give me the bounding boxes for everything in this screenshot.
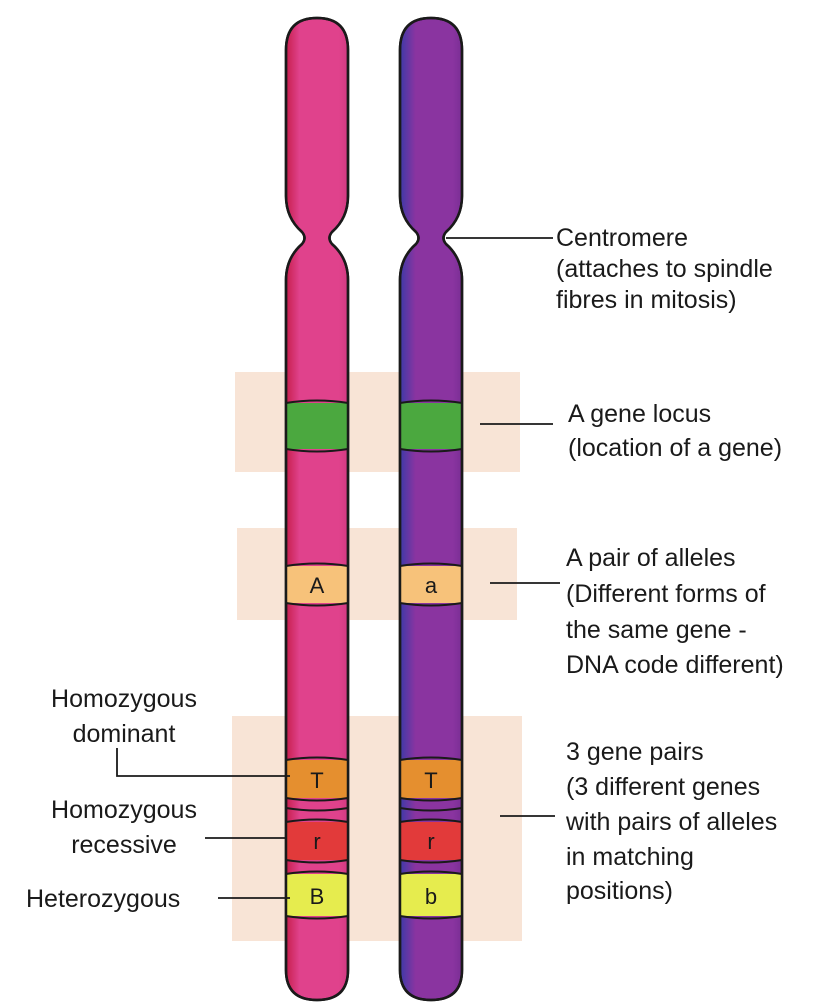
svg-text:3 gene pairs: 3 gene pairs	[566, 738, 704, 766]
svg-text:recessive: recessive	[71, 831, 177, 859]
svg-text:Heterozygous: Heterozygous	[26, 885, 180, 913]
allele-label-r-right: r	[427, 829, 434, 854]
locus-band-left	[280, 403, 355, 449]
gene-locus-label: A gene locus (location of a gene)	[568, 400, 782, 462]
svg-text:fibres in mitosis): fibres in mitosis)	[556, 286, 737, 314]
svg-text:in matching: in matching	[566, 843, 694, 871]
svg-text:Homozygous: Homozygous	[51, 796, 197, 824]
locus-background-box	[235, 372, 520, 472]
allele-label-T-left: T	[310, 768, 323, 793]
centromere-label: Centromere (attaches to spindle fibres i…	[556, 224, 773, 314]
svg-text:(3 different genes: (3 different genes	[566, 773, 760, 801]
svg-text:dominant: dominant	[73, 720, 176, 748]
svg-text:DNA code different): DNA code different)	[566, 651, 784, 679]
allele-label-r-left: r	[313, 829, 320, 854]
svg-text:(Different forms of: (Different forms of	[566, 580, 766, 608]
svg-text:the same gene -: the same gene -	[566, 616, 747, 644]
gene-pairs-label: 3 gene pairs (3 different genes with pai…	[565, 738, 777, 905]
gene-pairs-background-box	[232, 716, 522, 941]
svg-text:(attaches to spindle: (attaches to spindle	[556, 255, 773, 283]
svg-text:(location of a gene): (location of a gene)	[568, 434, 782, 462]
allele-label-T-right: T	[424, 768, 437, 793]
allele-label-B: B	[310, 884, 325, 909]
svg-text:Centromere: Centromere	[556, 224, 688, 252]
allele-label-A: A	[310, 573, 325, 598]
svg-text:positions): positions)	[566, 877, 673, 905]
heterozygous-label: Heterozygous	[26, 885, 180, 913]
svg-text:with pairs of alleles: with pairs of alleles	[565, 808, 777, 836]
allele-label-b: b	[425, 884, 437, 909]
locus-band-right	[394, 403, 469, 449]
homozygous-dominant-label: Homozygous dominant	[51, 685, 197, 748]
allele-label-a: a	[425, 573, 438, 598]
svg-text:A gene locus: A gene locus	[568, 400, 711, 428]
homozygous-recessive-label: Homozygous recessive	[51, 796, 197, 859]
alleles-background-box	[237, 528, 517, 620]
svg-text:Homozygous: Homozygous	[51, 685, 197, 713]
pair-of-alleles-label: A pair of alleles (Different forms of th…	[566, 544, 784, 679]
svg-text:A pair of alleles: A pair of alleles	[566, 544, 736, 572]
